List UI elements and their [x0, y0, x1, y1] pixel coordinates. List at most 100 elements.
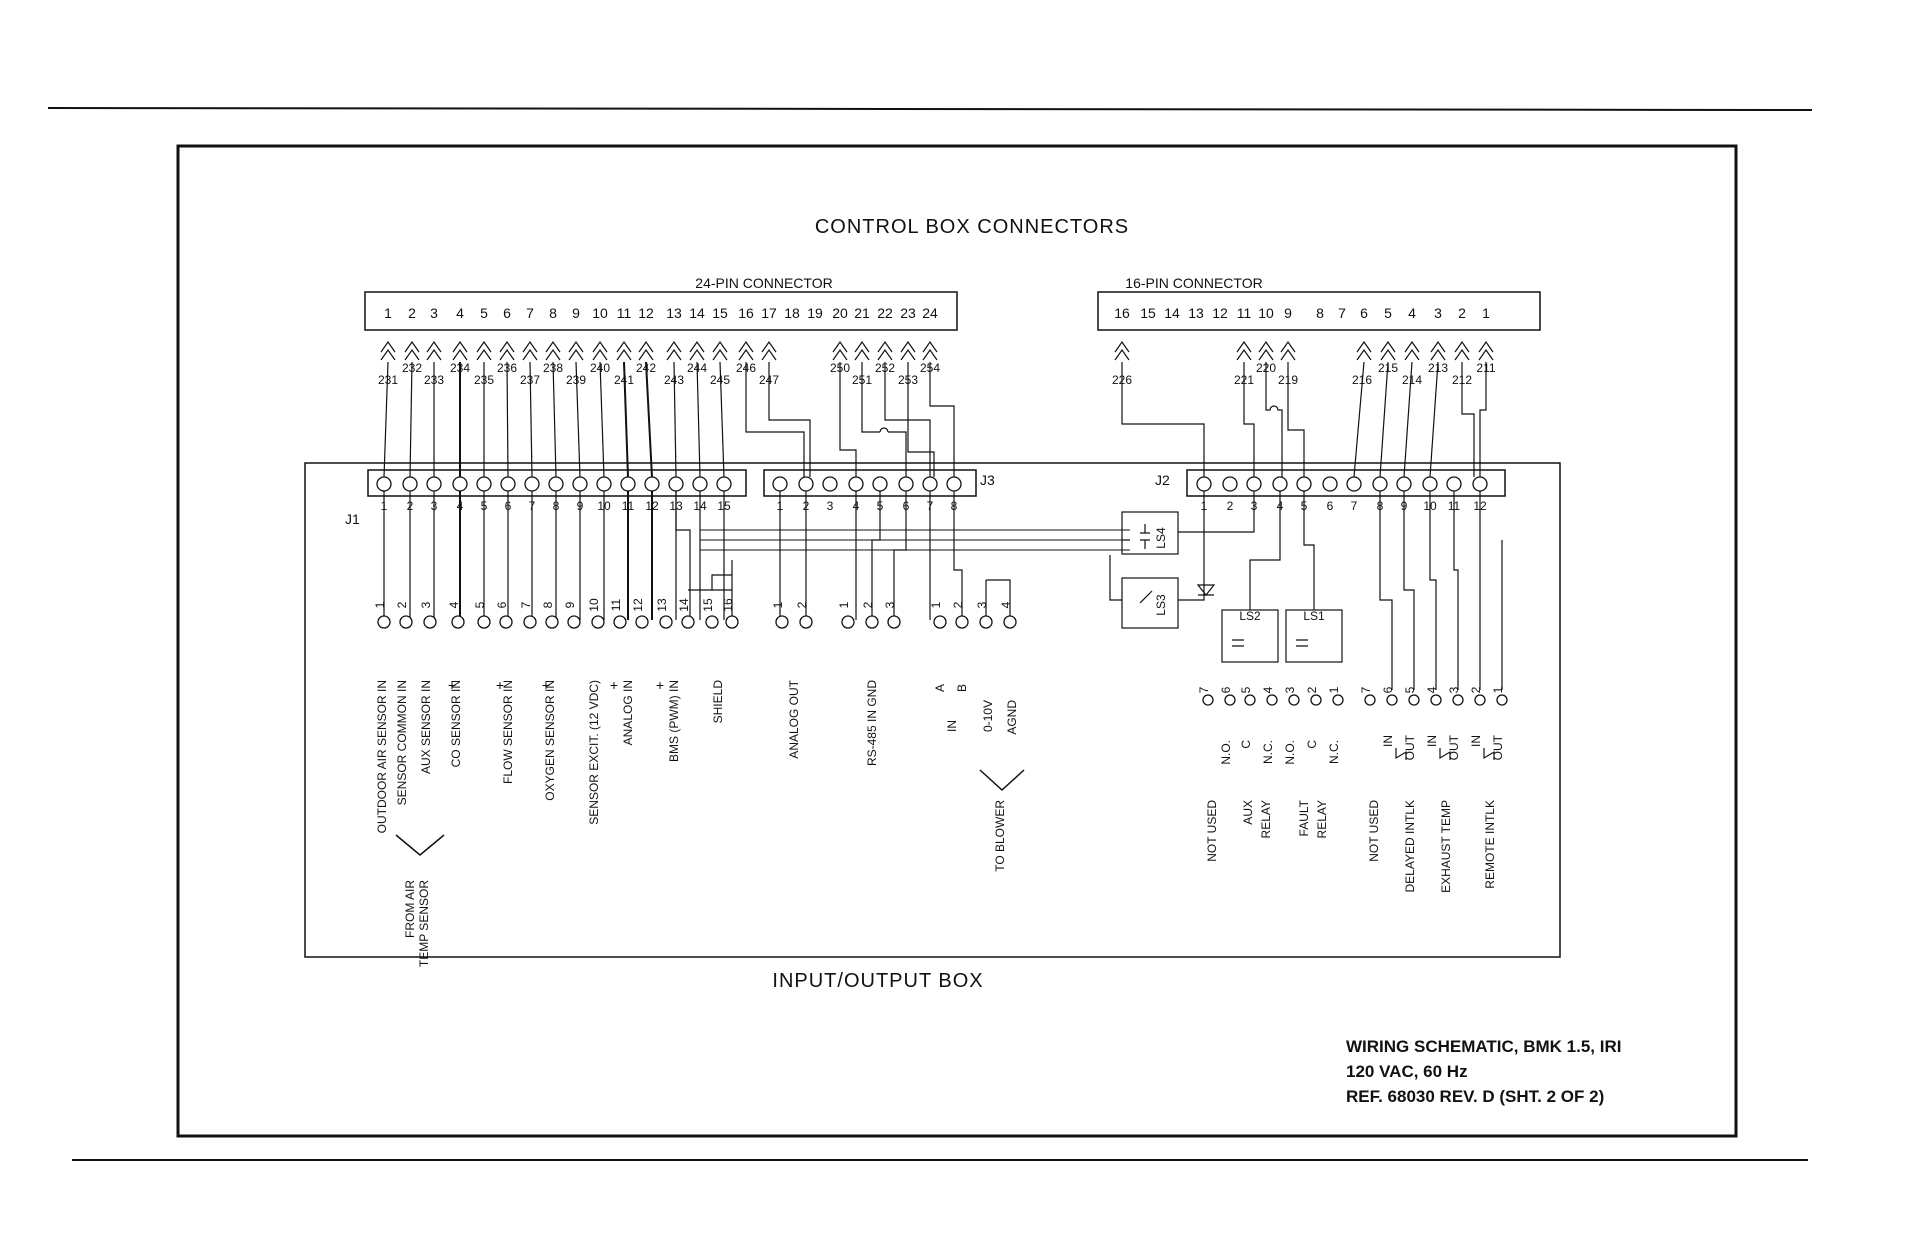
conn24-arrow-7-b — [522, 348, 538, 361]
intlk-term-number-2: 2 — [1469, 686, 1483, 693]
conn16-pin-13: 13 — [1188, 305, 1204, 321]
internal-intlk-4 — [1453, 491, 1459, 690]
conn24-arrow-10-a — [592, 340, 608, 353]
internal-rs485-2 — [871, 491, 881, 620]
conn24-arrow-11-a — [616, 340, 632, 353]
relay-internals — [1139, 524, 1308, 647]
conn24-pin-23: 23 — [900, 305, 916, 321]
relay-label-aux-0: AUX — [1241, 800, 1255, 825]
conn24-arrow-1-b — [380, 348, 396, 361]
conn24-arrow-13-b — [666, 348, 682, 361]
conn24-arrow-15-b — [712, 348, 728, 361]
conn24-arrow-12-a — [638, 340, 654, 353]
conn16-body — [1097, 291, 1541, 331]
conn16-pin-14: 14 — [1164, 305, 1180, 321]
term-b-label: ANALOG OUT — [787, 679, 801, 758]
j3-pin-circle-1 — [772, 476, 788, 492]
term-a-circle-5 — [477, 615, 491, 629]
term-a-number-13: 13 — [655, 598, 669, 612]
term-c-circle-1 — [841, 615, 855, 629]
j1-pin-number-3: 3 — [431, 499, 438, 513]
conn16-pin-2: 2 — [1458, 305, 1466, 321]
conn16-arrow-5-b — [1380, 348, 1396, 361]
j2-pin-number-6: 6 — [1327, 499, 1334, 513]
relay-ls3 — [1121, 577, 1179, 629]
term-a-circle-10 — [591, 615, 605, 629]
j2-pin-circle-3 — [1246, 476, 1262, 492]
conn16-arrow-16-a — [1114, 340, 1130, 353]
j3-pin-circle-7 — [922, 476, 938, 492]
internal-ls4 — [1122, 491, 1255, 541]
j2-pin-circle-1 — [1196, 476, 1212, 492]
intlk-term-circle-1 — [1496, 694, 1508, 706]
conn16-pin-6: 6 — [1360, 305, 1368, 321]
conn16-arrow-9-b — [1280, 348, 1296, 361]
conn16-pin-16: 16 — [1114, 305, 1130, 321]
conn16-arrow-16-b — [1114, 348, 1130, 361]
j3-pin-circle-5 — [872, 476, 888, 492]
internal-blower-2 — [953, 491, 963, 620]
intlk-label-not-used: NOT USED — [1367, 800, 1381, 862]
conn24-arrow-4-b — [452, 348, 468, 361]
relay-label-fault-0: FAULT — [1297, 799, 1311, 836]
conn24-arrow-24-b — [922, 348, 938, 361]
conn16-pin-12: 12 — [1212, 305, 1228, 321]
term-a-circle-8 — [545, 615, 559, 629]
relay-contact-0: N.O. — [1219, 740, 1233, 765]
j1-pin-circle-3 — [426, 476, 442, 492]
relay-term-circle-6 — [1224, 694, 1236, 706]
intlk-io-2: IN — [1425, 735, 1439, 747]
conn24-pin-13: 13 — [666, 305, 682, 321]
conn16-arrow-11-b — [1236, 348, 1252, 361]
polarity-plus-2: + — [542, 677, 550, 693]
relay-contact-3: N.O. — [1283, 740, 1297, 765]
j1-pin-number-2: 2 — [407, 499, 414, 513]
conn24-arrow-16-a — [738, 340, 754, 353]
conn16-pin-7: 7 — [1338, 305, 1346, 321]
wire-216 — [1353, 361, 1365, 478]
relay-contacts — [1232, 639, 1308, 647]
ls4-contact — [1140, 524, 1150, 549]
intlk-term-number-1: 1 — [1491, 686, 1505, 693]
term-a-circle-6 — [499, 615, 513, 629]
term-a-label-3: CO SENSOR IN — [449, 680, 463, 767]
conn24-body — [364, 291, 958, 331]
term-a-number-7: 7 — [519, 601, 533, 608]
top-rule — [47, 107, 1813, 111]
j1-pin-circle-12 — [644, 476, 660, 492]
j3-label: J3 — [980, 472, 995, 488]
j1-pin-number-4: 4 — [457, 499, 464, 513]
relay-term-number-3: 3 — [1283, 686, 1297, 693]
from-sensor-label-2: TEMP SENSOR — [417, 880, 431, 967]
relay-term-circle-3 — [1288, 694, 1300, 706]
relay-term-circle-5 — [1244, 694, 1256, 706]
from-sensor-arrow — [395, 834, 445, 856]
conn24-arrow-9-b — [568, 348, 584, 361]
j2-pin-circle-10 — [1422, 476, 1438, 492]
wire-212 — [1461, 362, 1475, 477]
term-d-number-2: 2 — [951, 601, 965, 608]
wire-253 — [907, 362, 935, 477]
term-a-number-16: 16 — [721, 598, 735, 612]
conn24-arrow-1-a — [380, 340, 396, 353]
relay-contact-1: C — [1239, 740, 1253, 749]
j1-pin-circle-1 — [376, 476, 392, 492]
term-a-number-12: 12 — [631, 598, 645, 612]
term-a-label-7: ANALOG IN — [621, 680, 635, 745]
term-a-number-11: 11 — [609, 598, 623, 611]
j1-pin-number-1: 1 — [381, 499, 388, 513]
intlk-term-circle-2 — [1474, 694, 1486, 706]
diode-symbol — [1196, 584, 1216, 596]
term-d-number-3: 3 — [975, 601, 989, 608]
conn24-pin-5: 5 — [480, 305, 488, 321]
j2-pin-circle-11 — [1446, 476, 1462, 492]
j3-pin-number-5: 5 — [877, 499, 884, 513]
j1-pin-circle-4 — [452, 476, 468, 492]
term-b-circle-2 — [799, 615, 813, 629]
wire-214 — [1403, 361, 1413, 478]
relay-term-circle-7 — [1202, 694, 1214, 706]
conn24-pin-12: 12 — [638, 305, 654, 321]
j2-pin-number-10: 10 — [1423, 499, 1437, 513]
conn24-pin-16: 16 — [738, 305, 754, 321]
